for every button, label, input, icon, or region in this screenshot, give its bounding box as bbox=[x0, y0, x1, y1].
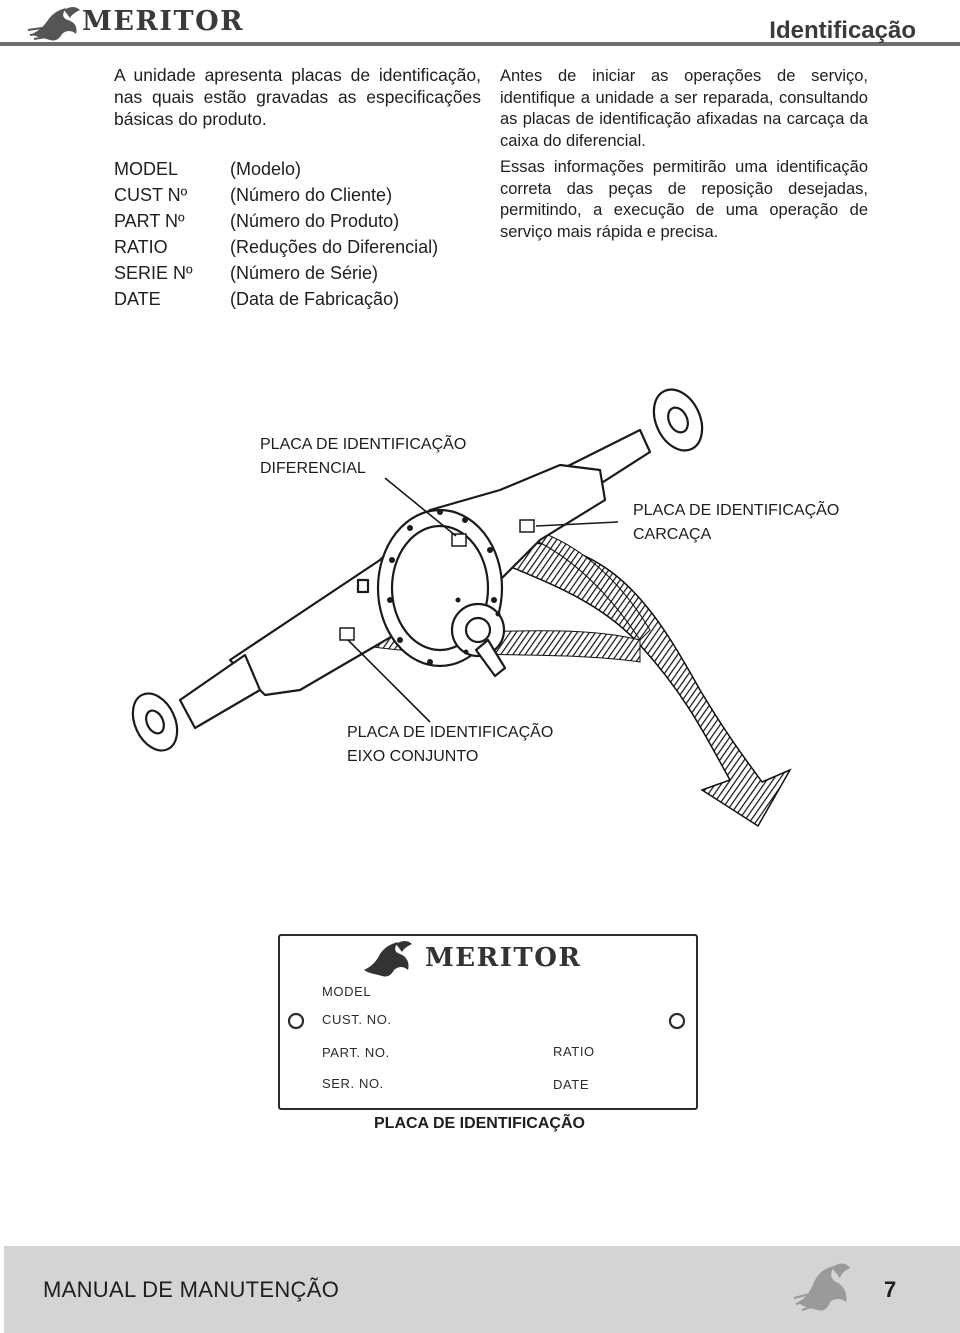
spec-desc: (Número do Cliente) bbox=[230, 185, 393, 205]
plate-field-cust-no: CUST. NO. bbox=[322, 1012, 392, 1027]
header-rule bbox=[0, 42, 960, 46]
spec-row: SERIE Nº (Número de Série) bbox=[114, 260, 438, 286]
plate-housing bbox=[519, 519, 535, 533]
leader-line-housing bbox=[535, 521, 619, 527]
spec-code: SERIE Nº bbox=[114, 263, 193, 283]
plate-rivet-right bbox=[668, 1012, 686, 1030]
axle-housing bbox=[131, 388, 704, 752]
instructions-paragraph: Antes de iniciar as operações de serviço… bbox=[500, 67, 868, 150]
identification-plate bbox=[278, 934, 698, 1110]
intro-paragraph: A unidade apresenta placas de identifica… bbox=[114, 65, 481, 129]
plate-axle bbox=[339, 627, 355, 641]
spec-desc: (Modelo) bbox=[230, 159, 302, 179]
callout-text: PLACA DE IDENTIFICAÇÃO bbox=[633, 502, 840, 519]
spec-code: CUST Nº bbox=[114, 185, 188, 205]
callout-differential: PLACA DE IDENTIFICAÇÃO DIFERENCIAL bbox=[260, 433, 466, 481]
spec-code: RATIO bbox=[114, 237, 168, 257]
spec-row: RATIO (Reduções do Diferencial) bbox=[114, 234, 438, 260]
instructions-column: Antes de iniciar as operações de serviço… bbox=[500, 66, 868, 248]
plate-brand: MERITOR bbox=[425, 943, 582, 973]
axle-diagram bbox=[131, 388, 792, 828]
callout-housing: PLACA DE IDENTIFICAÇÃO CARCAÇA bbox=[633, 499, 839, 547]
callout-text: PLACA DE IDENTIFICAÇÃO bbox=[260, 436, 467, 453]
plate-field-ratio: RATIO bbox=[553, 1044, 595, 1059]
meritor-bull-logo bbox=[27, 7, 80, 41]
callout-text: EIXO CONJUNTO bbox=[347, 748, 479, 765]
spec-desc: (Número do Produto) bbox=[230, 211, 400, 231]
spec-row: CUST Nº (Número do Cliente) bbox=[114, 182, 438, 208]
callout-text: PLACA DE IDENTIFICAÇÃO bbox=[347, 724, 554, 741]
plate-field-date: DATE bbox=[553, 1077, 590, 1092]
spec-desc: (Reduções do Diferencial) bbox=[230, 237, 439, 257]
spec-list: MODEL (Modelo) CUST Nº (Número do Cliente)… bbox=[114, 156, 438, 312]
spec-row: PART Nº (Número do Produto) bbox=[114, 208, 438, 234]
instructions-paragraph: Essas informações permitirão uma identif… bbox=[500, 158, 868, 241]
spec-row: MODEL (Modelo) bbox=[114, 156, 438, 182]
page-number: 7 bbox=[884, 1277, 897, 1302]
plate-rivet-left bbox=[287, 1012, 305, 1030]
spec-row: DATE (Data de Fabricação) bbox=[114, 286, 438, 312]
plate-field-ser-no: SER. NO. bbox=[322, 1076, 384, 1091]
spec-desc: (Número de Série) bbox=[230, 263, 379, 283]
callout-text: CARCAÇA bbox=[633, 526, 712, 543]
callout-axle: PLACA DE IDENTIFICAÇÃO EIXO CONJUNTO bbox=[347, 721, 553, 769]
plate-field-part-no: PART. NO. bbox=[322, 1045, 390, 1060]
plate-caption: PLACA DE IDENTIFICAÇÃO bbox=[374, 1115, 585, 1132]
callout-text: DIFERENCIAL bbox=[260, 460, 366, 477]
spec-code: DATE bbox=[114, 289, 161, 309]
leader-line-diff bbox=[384, 477, 457, 537]
brand-name: MERITOR bbox=[82, 6, 245, 37]
curved-arrow bbox=[467, 541, 792, 828]
spec-code: MODEL bbox=[114, 159, 179, 179]
plate-bull-logo bbox=[364, 941, 412, 977]
leader-line-axle bbox=[347, 639, 431, 723]
footer-bull-logo bbox=[793, 1263, 850, 1311]
spec-desc: (Data de Fabricação) bbox=[230, 289, 400, 309]
footer-title: MANUAL DE MANUTENÇÃO bbox=[43, 1277, 340, 1302]
plate-field-model: MODEL bbox=[322, 984, 372, 999]
footer-bar bbox=[4, 1246, 960, 1333]
spec-code: PART Nº bbox=[114, 211, 185, 231]
carrier-bolts bbox=[387, 509, 501, 665]
section-title: Identificação bbox=[769, 17, 916, 44]
plate-diff bbox=[451, 533, 467, 547]
